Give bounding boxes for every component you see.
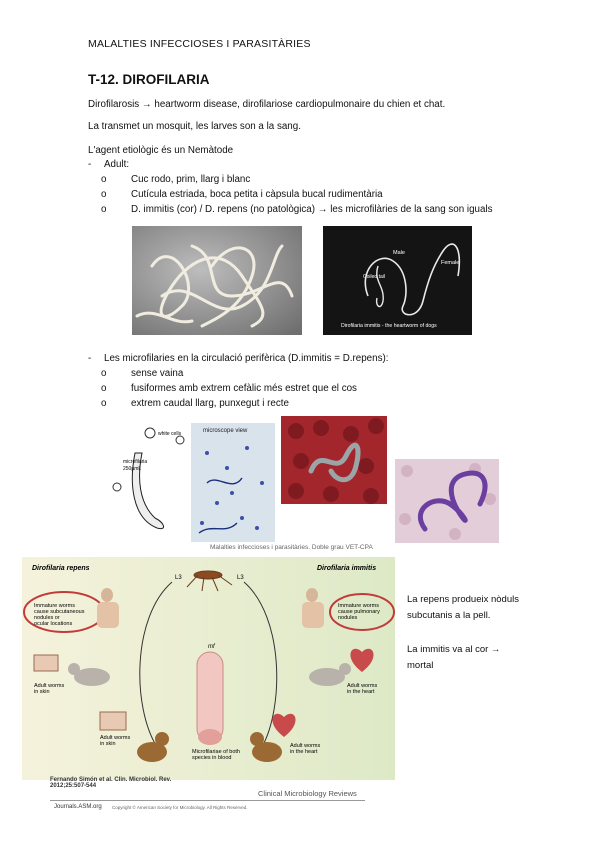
immitis-note: La immitis va al cor → mortal — [407, 644, 501, 671]
coiled-tail-label: Coiled tail — [363, 274, 385, 280]
page-header: MALALTIES INFECCIOSES I PARASITÀRIES — [88, 38, 311, 50]
journal-name: Clinical Microbiology Reviews — [258, 789, 357, 798]
microfilaria-heading: -Les microfilaries en la circulació peri… — [88, 353, 389, 364]
female-label: Female — [441, 260, 459, 266]
microfilaria-label: Les microfilaries en la circulació perif… — [104, 353, 389, 364]
citation-line-1: Fernando Simón et al. Clin. Microbiol. R… — [50, 777, 172, 783]
figure-footer: Fernando Simón et al. Clin. Microbiol. R… — [50, 777, 395, 817]
copyright: Copyright © American Society for Microbi… — [112, 805, 248, 810]
l3-right: L3 — [237, 575, 244, 581]
heartworm-caption: Dirofilaria immitis - the heartworm of d… — [341, 323, 437, 329]
heartworm-photo: Male Female Coiled tail Dirofilaria immi… — [323, 226, 472, 335]
sem-photo — [281, 416, 387, 504]
citation-line-2: 2012;25:507-544 — [50, 783, 97, 789]
intro-line-1: Dirofilarosis → heartworm disease, dirof… — [88, 99, 446, 110]
repens-title: Dirofilaria repens — [32, 565, 90, 572]
worms-photo — [132, 226, 302, 335]
mf-label: mf — [208, 644, 216, 650]
microfilaria-size: 250µmL — [123, 466, 141, 472]
agent-line: L'agent etiològic és un Nemàtode — [88, 145, 234, 156]
adult-heading: -Adult: — [88, 159, 130, 170]
white-cells-label: white cells — [158, 431, 182, 437]
microfilaria-drawing: white cells microfilaria 250µmL microsco… — [107, 423, 275, 542]
figure-caption: Malalties infeccioses i parasitàries. Do… — [210, 544, 373, 551]
microfilaria-label: microfilaria — [123, 459, 147, 465]
journal-site: Journals.ASM.org — [54, 804, 102, 810]
adult-label: Adult: — [104, 159, 130, 170]
stained-microfilaria-photo — [395, 459, 499, 543]
immitis-title: Dirofilaria immitis — [317, 565, 376, 572]
page-title: T-12. DIROFILARIA — [88, 72, 210, 87]
microscope-view-label: microscope view — [203, 428, 248, 434]
mosquito-icon — [186, 570, 233, 592]
life-cycle-diagram: Dirofilaria repens Dirofilaria immitis L… — [22, 557, 395, 780]
male-label: Male — [393, 250, 405, 256]
l3-left: L3 — [175, 575, 182, 581]
intro-line-2: La transmet un mosquit, les larves son a… — [88, 121, 301, 132]
repens-note: La repens produeix nòduls subcutanis a l… — [407, 594, 519, 621]
